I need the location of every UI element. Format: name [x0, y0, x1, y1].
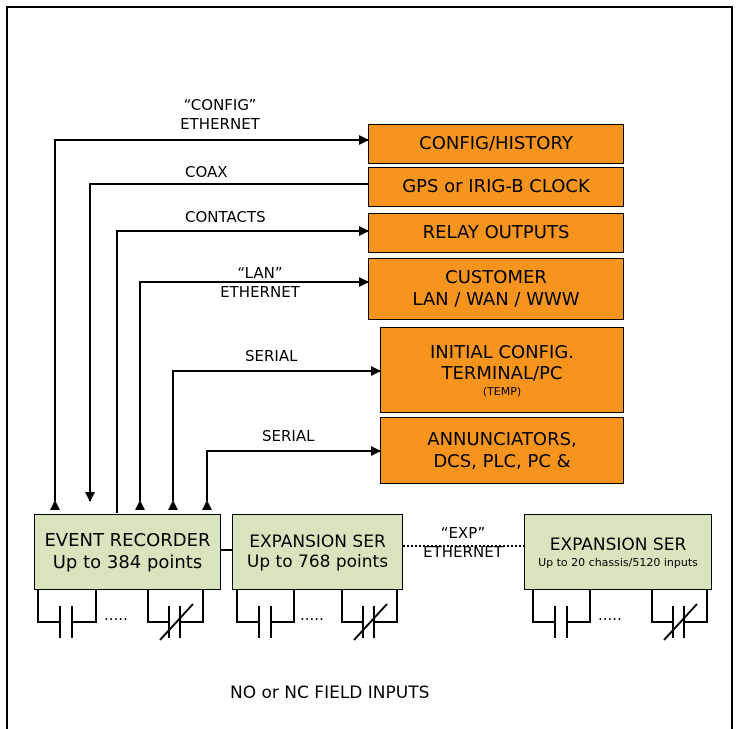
config-ethernet-label: “CONFIG” ETHERNET [160, 96, 280, 134]
lan-ethernet-label-line1: “LAN” [237, 264, 283, 282]
field-inputs-group-1 [37, 590, 204, 641]
terminal-pc-label: TERMINAL/PC [441, 363, 563, 385]
nc-contact-symbol [651, 590, 708, 641]
no-contact-symbol [532, 590, 591, 638]
temp-label: (TEMP) [482, 385, 522, 398]
coax-label: COAX [185, 163, 228, 182]
page-frame [6, 6, 733, 729]
exp-ethernet-label: “EXP” ETHERNET [413, 524, 513, 562]
expansion-ser-box-1: EXPANSION SER Up to 768 points [232, 514, 403, 590]
serial-1-label-text: SERIAL [245, 347, 298, 365]
expansion-ser-2-title: EXPANSION SER [549, 535, 687, 556]
initial-config-label: INITIAL CONFIG. [430, 341, 574, 363]
serial-2-label: SERIAL [262, 427, 314, 446]
contacts-connector [116, 226, 369, 513]
gps-clock-label: GPS or IRIG-B CLOCK [402, 176, 590, 198]
field-inputs-caption-text: NO or NC FIELD INPUTS [230, 683, 430, 703]
event-recorder-capacity: Up to 384 points [52, 552, 203, 573]
field-inputs-group-2 [236, 590, 398, 641]
contacts-ellipsis-2: ..... [300, 606, 324, 625]
config-history-box: CONFIG/HISTORY [368, 124, 624, 164]
ellipsis-text: ..... [104, 606, 128, 624]
config-ethernet-label-line1: “CONFIG” [183, 96, 257, 114]
config-ethernet-label-line2: ETHERNET [180, 114, 260, 133]
config-history-label: CONFIG/HISTORY [419, 133, 573, 155]
serial-2-label-text: SERIAL [262, 427, 315, 445]
no-contact-symbol [37, 590, 97, 638]
expansion-ser-1-title: EXPANSION SER [249, 531, 386, 552]
config-ethernet-connector [50, 135, 369, 510]
no-contact-symbol [236, 590, 295, 638]
gps-clock-box: GPS or IRIG-B CLOCK [368, 167, 624, 207]
customer-lan-box: CUSTOMER LAN / WAN / WWW [368, 258, 624, 320]
contacts-label: CONTACTS [185, 208, 266, 227]
event-recorder-box: EVENT RECORDER Up to 384 points [34, 514, 221, 590]
lan-ethernet-label-line2: ETHERNET [220, 282, 300, 301]
nc-contact-symbol [341, 590, 398, 641]
field-inputs-caption: NO or NC FIELD INPUTS [230, 683, 429, 704]
annunciators-label: ANNUNCIATORS, [427, 428, 577, 450]
serial-1-connector [168, 366, 381, 510]
lan-ethernet-label: “LAN” ETHERNET [200, 264, 320, 302]
coax-connector [85, 183, 368, 502]
expansion-ser-box-2: EXPANSION SER Up to 20 chassis/5120 inpu… [524, 514, 712, 590]
nc-contact-symbol [147, 590, 204, 641]
relay-outputs-label: RELAY OUTPUTS [422, 222, 570, 244]
coax-label-text: COAX [185, 163, 228, 181]
initial-config-terminal-box: INITIAL CONFIG. TERMINAL/PC (TEMP) [380, 327, 624, 413]
customer-label: CUSTOMER [445, 267, 547, 289]
ellipsis-text: ..... [598, 606, 622, 624]
dcs-plc-pc-label: DCS, PLC, PC & [433, 450, 571, 472]
relay-outputs-box: RELAY OUTPUTS [368, 213, 624, 253]
contacts-ellipsis-1: ..... [104, 606, 128, 625]
contacts-ellipsis-3: ..... [598, 606, 622, 625]
exp-ethernet-label-line2: ETHERNET [423, 542, 503, 561]
customer-networks-label: LAN / WAN / WWW [412, 289, 580, 310]
event-recorder-title: EVENT RECORDER [44, 530, 211, 552]
serial-1-label: SERIAL [245, 347, 297, 366]
ellipsis-text: ..... [300, 606, 324, 624]
expansion-ser-2-capacity: Up to 20 chassis/5120 inputs [538, 555, 698, 569]
contacts-label-text: CONTACTS [185, 208, 266, 226]
expansion-ser-1-capacity: Up to 768 points [246, 552, 389, 572]
annunciators-box: ANNUNCIATORS, DCS, PLC, PC & [380, 417, 624, 484]
field-inputs-group-3 [532, 590, 708, 641]
serial-2-connector [202, 446, 381, 510]
lan-ethernet-connector [135, 277, 369, 510]
exp-ethernet-label-line1: “EXP” [440, 524, 486, 542]
